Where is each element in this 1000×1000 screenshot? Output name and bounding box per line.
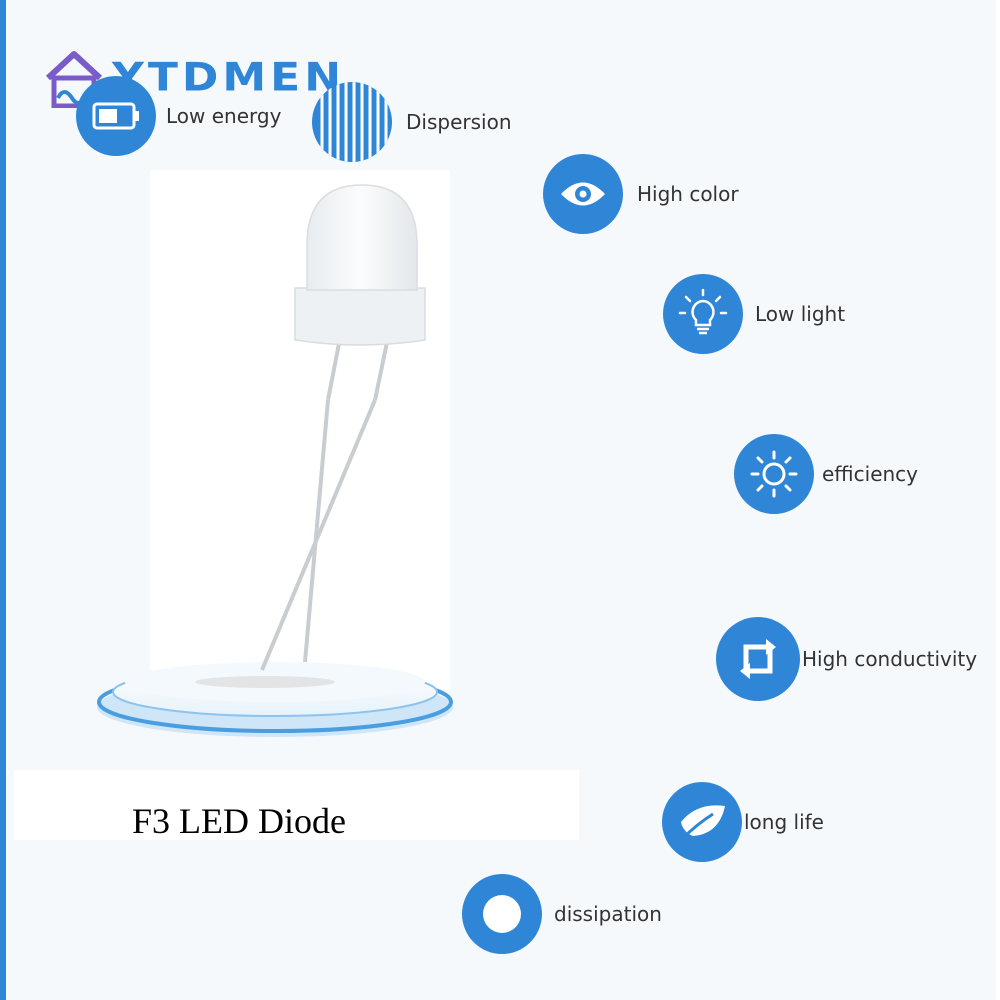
feature-label: High color [637,182,739,206]
right-border [996,0,1000,1000]
feature-label: efficiency [822,462,919,486]
refresh-icon [716,617,800,701]
leaf-icon [662,782,742,862]
feature-dispersion: Dispersion [312,82,512,162]
left-border [0,0,6,1000]
feature-label: Dispersion [406,110,512,134]
eye-icon [543,154,623,234]
feature-label: Low light [755,302,846,326]
ring-icon [462,874,542,954]
feature-high-conductivity: High conductivity [716,617,977,701]
product-caption: F3 LED Diode [132,801,346,841]
feature-label: dissipation [554,902,662,926]
caption-panel [14,770,579,840]
feature-dissipation: dissipation [462,874,662,954]
feature-label: High conductivity [802,647,978,671]
led-diode-illustration [97,184,453,737]
stripes-icon [312,82,392,162]
feature-long-life: long life [662,782,824,862]
battery-icon [76,76,156,156]
sun-icon [734,434,814,514]
feature-label: long life [744,810,824,834]
lightbulb-icon [663,274,743,354]
brand-name: YTDMEN [112,54,346,101]
feature-label: Low energy [166,104,282,128]
feature-high-color: High color [543,154,739,234]
feature-efficiency: efficiency [734,434,918,514]
feature-low-light: Low light [663,274,845,354]
feature-low-energy: Low energy [76,76,281,156]
